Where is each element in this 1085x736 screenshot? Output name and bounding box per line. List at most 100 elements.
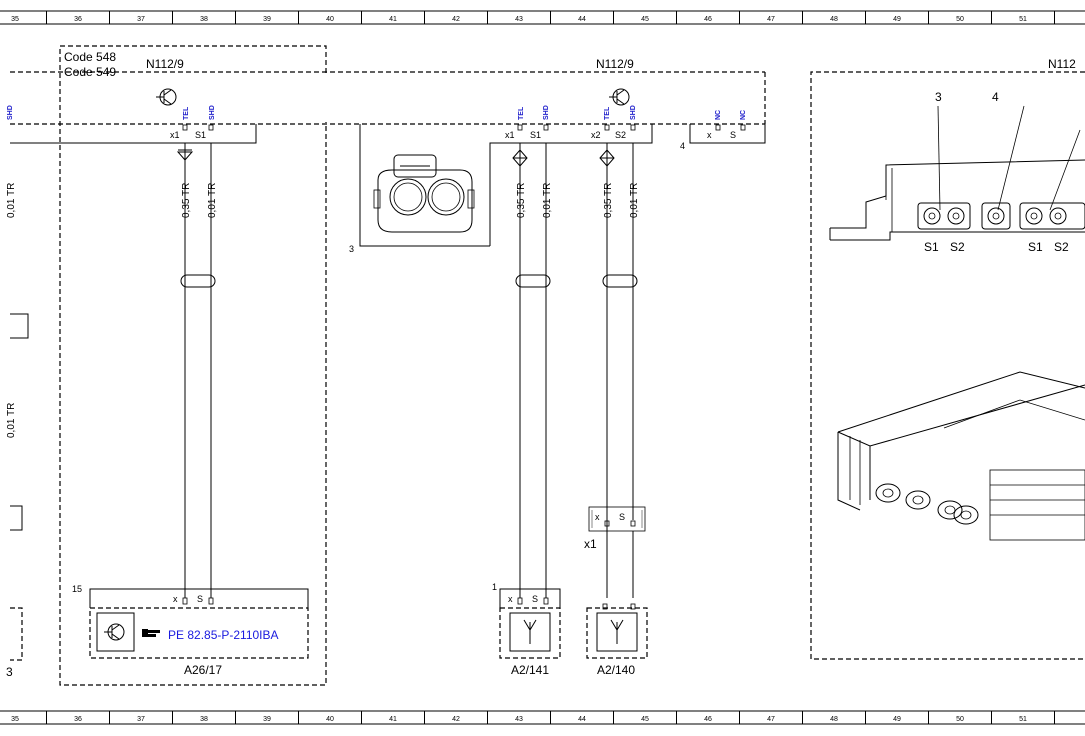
pin-tel-label: TEL	[604, 106, 611, 120]
svg-text:x: x	[508, 594, 513, 604]
component-a2-141: 1 x S A2/141	[492, 582, 561, 677]
code-option-box: Code 548 Code 549	[59, 45, 327, 686]
svg-text:0,01 TR: 0,01 TR	[6, 183, 17, 218]
component-a26-17: 15 x S PE 82.85-P-2110IBA A26/17	[72, 584, 309, 677]
ruler-column-label: 40	[326, 16, 334, 23]
transistor-icon	[156, 88, 177, 106]
svg-text:3: 3	[6, 665, 13, 679]
n112-9-label-left: N112/9	[146, 57, 184, 71]
svg-text:S2: S2	[950, 240, 965, 254]
a26-17-label: A26/17	[184, 663, 222, 677]
connector-x1-x2-mid: x1 S1 x2 S2	[489, 124, 653, 246]
svg-text:S: S	[730, 130, 736, 140]
svg-text:3: 3	[935, 90, 942, 104]
ruler-column-label: 41	[389, 716, 397, 723]
connector-x1-left: x1 S1	[10, 124, 257, 144]
svg-text:3: 3	[349, 244, 354, 254]
svg-text:0,35 TR: 0,35 TR	[516, 183, 527, 218]
ruler-column-label: 36	[74, 716, 82, 723]
wire-pair-a2-141: 0,35 TR 0,01 TR	[512, 143, 553, 598]
ruler-column-label: 46	[704, 716, 712, 723]
svg-text:0,35 TR: 0,35 TR	[603, 183, 614, 218]
wire-pair-a2-140: 0,35 TR 0,01 TR	[599, 143, 640, 598]
top-ruler: 35 36 37 38 39 40 41 42 43 44 45 46 47 48 49 50 51	[0, 10, 1085, 25]
svg-text:0,01 TR: 0,01 TR	[207, 183, 218, 218]
svg-text:0,01 TR: 0,01 TR	[629, 183, 640, 218]
svg-text:x2: x2	[591, 130, 601, 140]
n112-label-right: N112	[1048, 57, 1076, 71]
pin-nc-label: NC	[740, 110, 747, 120]
connector-icon	[373, 154, 475, 233]
svg-text:0,01 TR: 0,01 TR	[6, 403, 17, 438]
ruler-column-label: 47	[767, 716, 775, 723]
ruler-column-label: 35	[11, 16, 19, 23]
pin-shd-label: SHD	[7, 105, 14, 120]
svg-text:x1: x1	[170, 130, 180, 140]
ruler-column-label: 36	[74, 16, 82, 23]
transistor-icon	[609, 88, 630, 106]
ruler-column-label: 49	[893, 716, 901, 723]
wire-pair-a26-17: 0,35 TR 0,01 TR	[176, 143, 218, 598]
pointing-hand-icon	[142, 629, 160, 637]
ruler-column-label: 37	[137, 16, 145, 23]
svg-text:S: S	[197, 594, 203, 604]
ruler-column-label: 35	[11, 716, 19, 723]
n112-9-module: N112/9 N112/9	[10, 57, 766, 125]
a2-140-label: A2/140	[597, 663, 635, 677]
ruler-column-label: 45	[641, 16, 649, 23]
ruler-column-label: 46	[704, 16, 712, 23]
transistor-icon	[104, 623, 125, 641]
n112-device-view: N112 3 4 S1 S2 S1 S2	[810, 57, 1085, 660]
ruler-column-label: 38	[200, 16, 208, 23]
ruler-column-label: 43	[515, 716, 523, 723]
svg-text:0,35 TR: 0,35 TR	[181, 183, 192, 218]
connector-picture-3: 3	[349, 124, 490, 254]
antenna-icon	[610, 619, 624, 644]
svg-text:x: x	[707, 130, 712, 140]
ruler-column-label: 39	[263, 716, 271, 723]
svg-text:15: 15	[72, 584, 82, 594]
svg-text:S: S	[532, 594, 538, 604]
pin-shd-label: SHD	[543, 105, 550, 120]
svg-text:S1: S1	[924, 240, 939, 254]
component-a2-140: A2/140	[586, 603, 648, 677]
pin-tel-label: TEL	[518, 106, 525, 120]
svg-text:S1: S1	[530, 130, 541, 140]
svg-text:x1: x1	[584, 537, 597, 551]
ruler-column-label: 50	[956, 16, 964, 23]
pin-tel-label: TEL	[183, 106, 190, 120]
svg-text:S2: S2	[615, 130, 626, 140]
svg-text:1: 1	[492, 582, 497, 592]
ruler-column-label: 48	[830, 716, 838, 723]
svg-text:S: S	[619, 512, 625, 522]
n112-9-label-mid: N112/9	[596, 57, 634, 71]
svg-text:S1: S1	[195, 130, 206, 140]
pin-nc-label: NC	[715, 110, 722, 120]
ruler-column-label: 42	[452, 16, 460, 23]
ruler-column-label: 48	[830, 16, 838, 23]
code-548-label: Code 548	[64, 50, 116, 64]
pin-shd-label: SHD	[630, 105, 637, 120]
ruler-column-label: 39	[263, 16, 271, 23]
ruler-column-label: 40	[326, 716, 334, 723]
ruler-column-label: 42	[452, 716, 460, 723]
ruler-column-label: 49	[893, 16, 901, 23]
ruler-column-label: 51	[1019, 16, 1027, 23]
ruler-column-label: 47	[767, 16, 775, 23]
inline-connector-x1: x S x1	[584, 506, 646, 551]
a2-141-label: A2/141	[511, 663, 549, 677]
svg-text:4: 4	[992, 90, 999, 104]
ruler-column-label: 38	[200, 716, 208, 723]
pe-reference-link[interactable]: PE 82.85-P-2110IBA	[168, 628, 279, 642]
svg-text:S1: S1	[1028, 240, 1043, 254]
svg-text:4: 4	[680, 141, 685, 151]
svg-text:x: x	[173, 594, 178, 604]
ruler-column-label: 44	[578, 16, 586, 23]
ruler-column-label: 51	[1019, 716, 1027, 723]
ruler-column-label: 41	[389, 16, 397, 23]
ruler-column-label: 43	[515, 16, 523, 23]
ruler-column-label: 50	[956, 716, 964, 723]
ruler-column-label: 37	[137, 716, 145, 723]
